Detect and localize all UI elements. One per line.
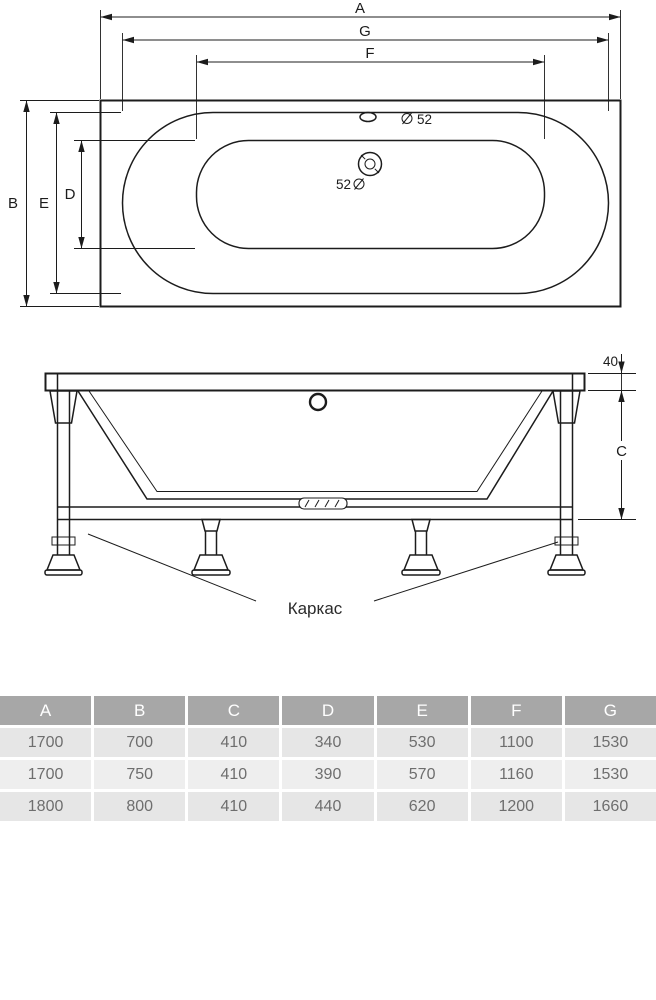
tub-basin <box>195 139 546 250</box>
drain-diameter-value: 52 <box>336 177 351 192</box>
dim-c-label: C <box>616 443 627 460</box>
spec-header-cell: A <box>0 696 92 725</box>
frame-leg-middle-2 <box>401 518 441 576</box>
dim-f-label: F <box>365 45 374 62</box>
dim-rim-height: 40 <box>588 354 636 391</box>
spec-value-cell: 1800 <box>0 792 92 821</box>
diameter-icon <box>353 178 365 190</box>
spec-header-cell: G <box>564 696 656 725</box>
spec-value-cell: 530 <box>376 728 468 757</box>
tub-body-front <box>77 390 554 500</box>
rim-height-label: 40 <box>603 354 618 369</box>
dim-b-label: B <box>8 195 18 212</box>
dim-e-label: E <box>39 195 49 212</box>
spec-value-cell: 570 <box>376 760 468 789</box>
spec-value-cell: 390 <box>282 760 374 789</box>
tub-rim-curve <box>121 111 610 295</box>
dim-a-label: A <box>355 0 365 17</box>
spec-table: A B C D E F G 1700 700 410 340 530 1100 … <box>0 696 656 821</box>
spec-value-cell: 700 <box>94 728 186 757</box>
dim-d: D <box>65 140 195 249</box>
front-view: 40 C Каркас <box>44 354 636 618</box>
dim-g: G <box>122 23 609 111</box>
spec-value-cell: 620 <box>376 792 468 821</box>
spec-value-cell: 410 <box>188 792 280 821</box>
spec-value-cell: 1660 <box>564 792 656 821</box>
dim-f: F <box>196 45 545 139</box>
tub-outer-rect <box>99 99 622 308</box>
spec-value-cell: 440 <box>282 792 374 821</box>
spec-header-cell: B <box>94 696 186 725</box>
overflow-hole <box>359 111 377 123</box>
spec-value-cell: 1530 <box>564 760 656 789</box>
spec-value-cell: 410 <box>188 760 280 789</box>
spec-header-cell: D <box>282 696 374 725</box>
spec-value-cell: 1100 <box>470 728 562 757</box>
spec-value-cell: 1700 <box>0 728 92 757</box>
frame-leg-middle-1 <box>191 518 231 576</box>
spec-header-cell: C <box>188 696 280 725</box>
rim-profile <box>44 372 586 392</box>
dim-g-label: G <box>359 23 371 40</box>
technical-drawing: A G F B <box>8 0 636 618</box>
drain-front <box>298 497 348 510</box>
dim-a: A <box>100 0 621 99</box>
dim-b: B <box>8 100 99 307</box>
frame-callout: Каркас <box>87 533 559 618</box>
drain-hole <box>357 151 383 177</box>
top-view: A G F B <box>8 0 622 308</box>
spec-value-cell: 1530 <box>564 728 656 757</box>
frame-label: Каркас <box>288 599 343 618</box>
dim-e: E <box>39 112 121 294</box>
spec-value-cell: 340 <box>282 728 374 757</box>
spec-value-cell: 800 <box>94 792 186 821</box>
diameter-icon <box>401 112 413 125</box>
spec-header-cell: E <box>376 696 468 725</box>
overflow-diameter-value: 52 <box>417 112 432 127</box>
frame-leg-left <box>44 390 83 576</box>
dim-c: C <box>578 390 636 520</box>
spec-value-cell: 750 <box>94 760 186 789</box>
spec-value-cell: 410 <box>188 728 280 757</box>
spec-value-cell: 1200 <box>470 792 562 821</box>
overflow-diameter-label: 52 <box>401 112 432 127</box>
dim-d-label: D <box>65 186 76 203</box>
spec-value-cell: 1700 <box>0 760 92 789</box>
overflow-hole-front <box>308 392 328 412</box>
spec-value-cell: 1160 <box>470 760 562 789</box>
spec-header-cell: F <box>470 696 562 725</box>
drain-diameter-label: 52 <box>336 177 365 192</box>
frame-leg-right <box>547 390 586 576</box>
